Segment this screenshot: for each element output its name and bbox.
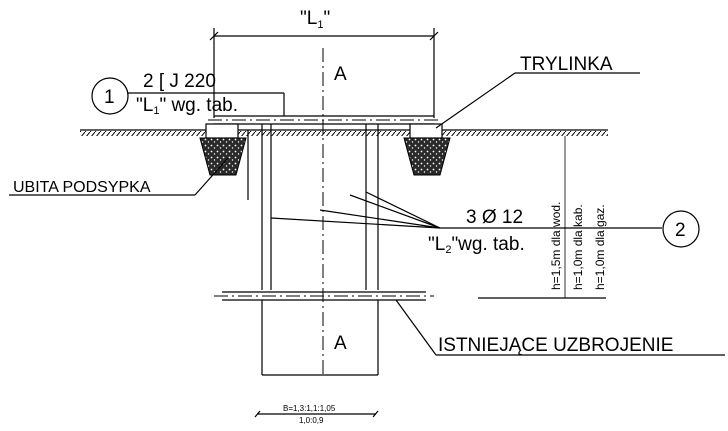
section-mark-bottom: A	[334, 333, 347, 354]
left-kerb-base	[199, 123, 247, 176]
shaft-walls	[247, 124, 379, 376]
label-ubita-podsypka: UBITA PODSYPKA	[13, 179, 151, 196]
existing-utility-pipe	[214, 291, 434, 301]
item2-line2: "L	[428, 234, 445, 255]
dimension-l1-end: "	[323, 8, 330, 29]
svg-text:"L1" wg. tab.: "L1" wg. tab.	[136, 95, 238, 117]
item2-line1: 3 Ø 12	[466, 207, 523, 228]
depth-note-gas: h=1,0m dla gaz.	[593, 204, 607, 290]
leader-lines	[9, 72, 725, 356]
dimension-l1-label: "L	[300, 8, 317, 29]
slope-ratio-top: B=1,3:1,1:1,05	[283, 404, 336, 413]
item2-line2-subscript: 2	[445, 244, 451, 256]
dimension-l1: "L1"	[209, 8, 439, 118]
svg-text:"L2"wg. tab.: "L2"wg. tab.	[428, 234, 525, 256]
channel-beams	[208, 115, 442, 125]
callout-1-number: 1	[104, 87, 115, 108]
dimension-l1-subscript: 1	[317, 19, 323, 31]
depth-note-water: h=1,5m dla wod.	[549, 202, 563, 290]
label-existing-utilities: ISTNIEJĄCE UZBROJENIE	[438, 335, 673, 356]
callout-2-number: 2	[675, 220, 686, 241]
section-mark-top: A	[334, 64, 347, 85]
item1-line1: 2 [ J 220	[143, 71, 216, 92]
slope-ratio-bottom: 1,0:0,9	[299, 416, 324, 425]
depth-note-cable: h=1,0m dla kab.	[571, 204, 585, 290]
svg-text:"L1": "L1"	[300, 8, 330, 31]
label-trylinka: TRYLINKA	[520, 54, 613, 75]
callout-2: 2	[662, 210, 700, 248]
item1-line2-end: " wg. tab.	[159, 95, 238, 116]
ground-surface	[80, 129, 608, 136]
item1-line2: "L	[136, 95, 153, 116]
callout-1: 1	[91, 77, 129, 115]
item1-line2-subscript: 1	[153, 105, 159, 117]
item2-line2-end: "wg. tab.	[451, 234, 524, 255]
right-kerb-base	[403, 123, 451, 176]
slope-ratio-note: B=1,3:1,1:1,05 1,0:0,9	[254, 404, 379, 425]
